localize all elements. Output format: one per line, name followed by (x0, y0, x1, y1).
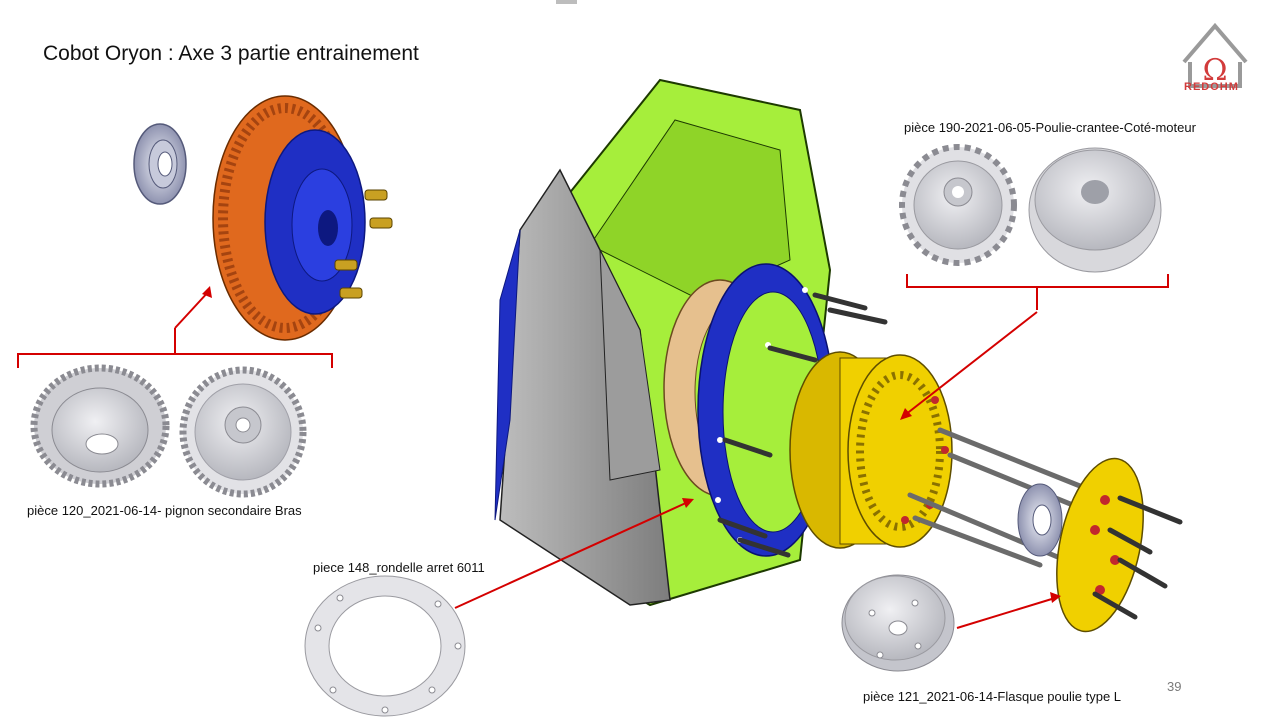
ball-bearing-top-left (133, 123, 187, 205)
arrow-to-gear (174, 289, 211, 329)
svg-text:Ω: Ω (1203, 53, 1228, 88)
logo-text: REDOHM (1184, 81, 1239, 93)
arrow-to-flange (956, 597, 1056, 629)
top-edge-marker (556, 0, 577, 4)
flasque-plate (841, 574, 955, 672)
bracket-poulie (906, 274, 1169, 310)
arrow-to-ring (454, 501, 689, 609)
rondelle-ring (304, 575, 466, 717)
caption-poulie: pièce 190-2021-06-05-Poulie-crantee-Coté… (904, 120, 1196, 135)
caption-pignon: pièce 120_2021-06-14- pignon secondaire … (27, 503, 302, 518)
ball-bearing-center (1017, 483, 1063, 557)
yellow-flange (1056, 457, 1144, 633)
ring-screws (717, 292, 888, 558)
orange-gear-assembly (212, 95, 393, 341)
yellow-toothed-pulley (789, 351, 953, 549)
slide-title: Cobot Oryon : Axe 3 partie entrainement (43, 42, 419, 65)
page-number: 39 (1167, 679, 1182, 694)
redohm-logo: Ω (1182, 22, 1248, 88)
caption-rondelle: piece 148_rondelle arret 6011 (313, 560, 485, 575)
grey-gear-back-view (30, 364, 170, 488)
arrow-to-pulley (904, 311, 1038, 416)
grey-pulley-front (899, 144, 1017, 266)
grey-pulley-back (1028, 147, 1162, 273)
grey-gear-front-view (179, 366, 307, 498)
bracket-pignon (17, 328, 333, 368)
caption-flasque: pièce 121_2021-06-14-Flasque poulie type… (863, 689, 1122, 704)
flange-screws (1092, 495, 1183, 620)
